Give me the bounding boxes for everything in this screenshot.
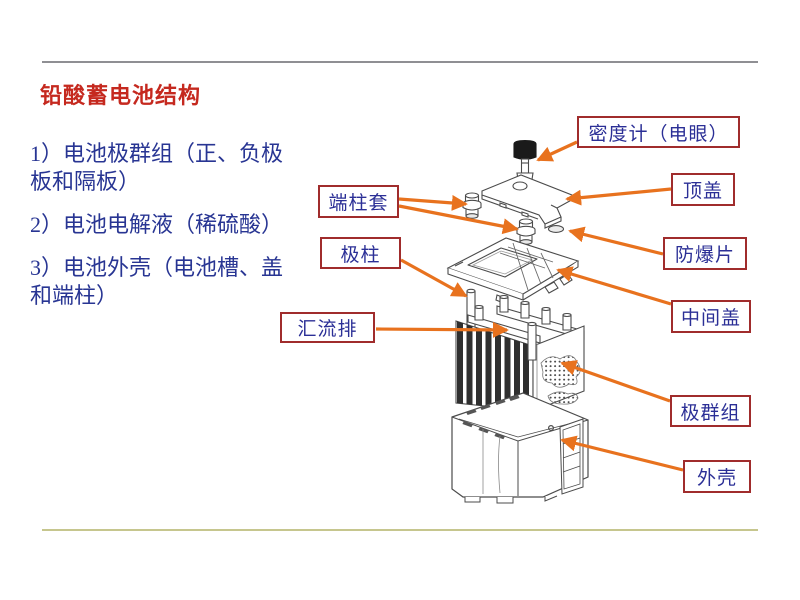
arrow-plate-group	[560, 360, 671, 403]
callout-arrows	[375, 140, 684, 472]
callout-vent-disc: 防爆片	[663, 237, 747, 270]
arrow-terminal-sleeve-1	[398, 194, 468, 211]
callout-top-cover: 顶盖	[671, 173, 735, 206]
plate-group-illustration	[455, 294, 585, 412]
callout-busbar: 汇流排	[280, 312, 375, 343]
top-divider	[42, 61, 758, 63]
slide-title: 铅酸蓄电池结构	[40, 83, 202, 108]
arrow-case	[560, 435, 684, 472]
callout-middle-cover: 中间盖	[671, 300, 751, 333]
arrow-vent-disc	[568, 226, 664, 256]
callout-pole-post: 极柱	[320, 237, 401, 269]
bullet-electrolyte: 2）电池电解液（稀硫酸）	[30, 212, 284, 237]
callout-case: 外壳	[683, 460, 751, 493]
callout-density-meter: 密度计（电眼）	[577, 116, 740, 148]
bullet-case: 3）电池外壳（电池槽、盖 和端柱）	[30, 255, 284, 308]
bottom-divider	[42, 529, 758, 531]
arrow-busbar	[375, 321, 509, 338]
bullet-list: 1）电池极群组（正、负极 板和隔板） 2）电池电解液（稀硫酸） 3）电池外壳（电…	[30, 140, 345, 325]
case-illustration	[451, 392, 589, 504]
callout-plate-group: 极群组	[670, 395, 751, 427]
bullet-plate-group: 1）电池极群组（正、负极 板和隔板）	[30, 141, 284, 194]
arrow-middle-cover	[556, 266, 672, 306]
callout-terminal-sleeve: 端柱套	[318, 185, 399, 218]
arrow-pole-post	[400, 258, 468, 298]
arrow-terminal-sleeve-2	[398, 204, 519, 235]
middle-cover-illustration	[446, 237, 580, 305]
top-cover-illustration	[481, 174, 579, 229]
arrow-density-meter	[536, 140, 578, 162]
vent-disc-illustration	[547, 225, 565, 233]
arrow-top-cover	[565, 187, 672, 206]
